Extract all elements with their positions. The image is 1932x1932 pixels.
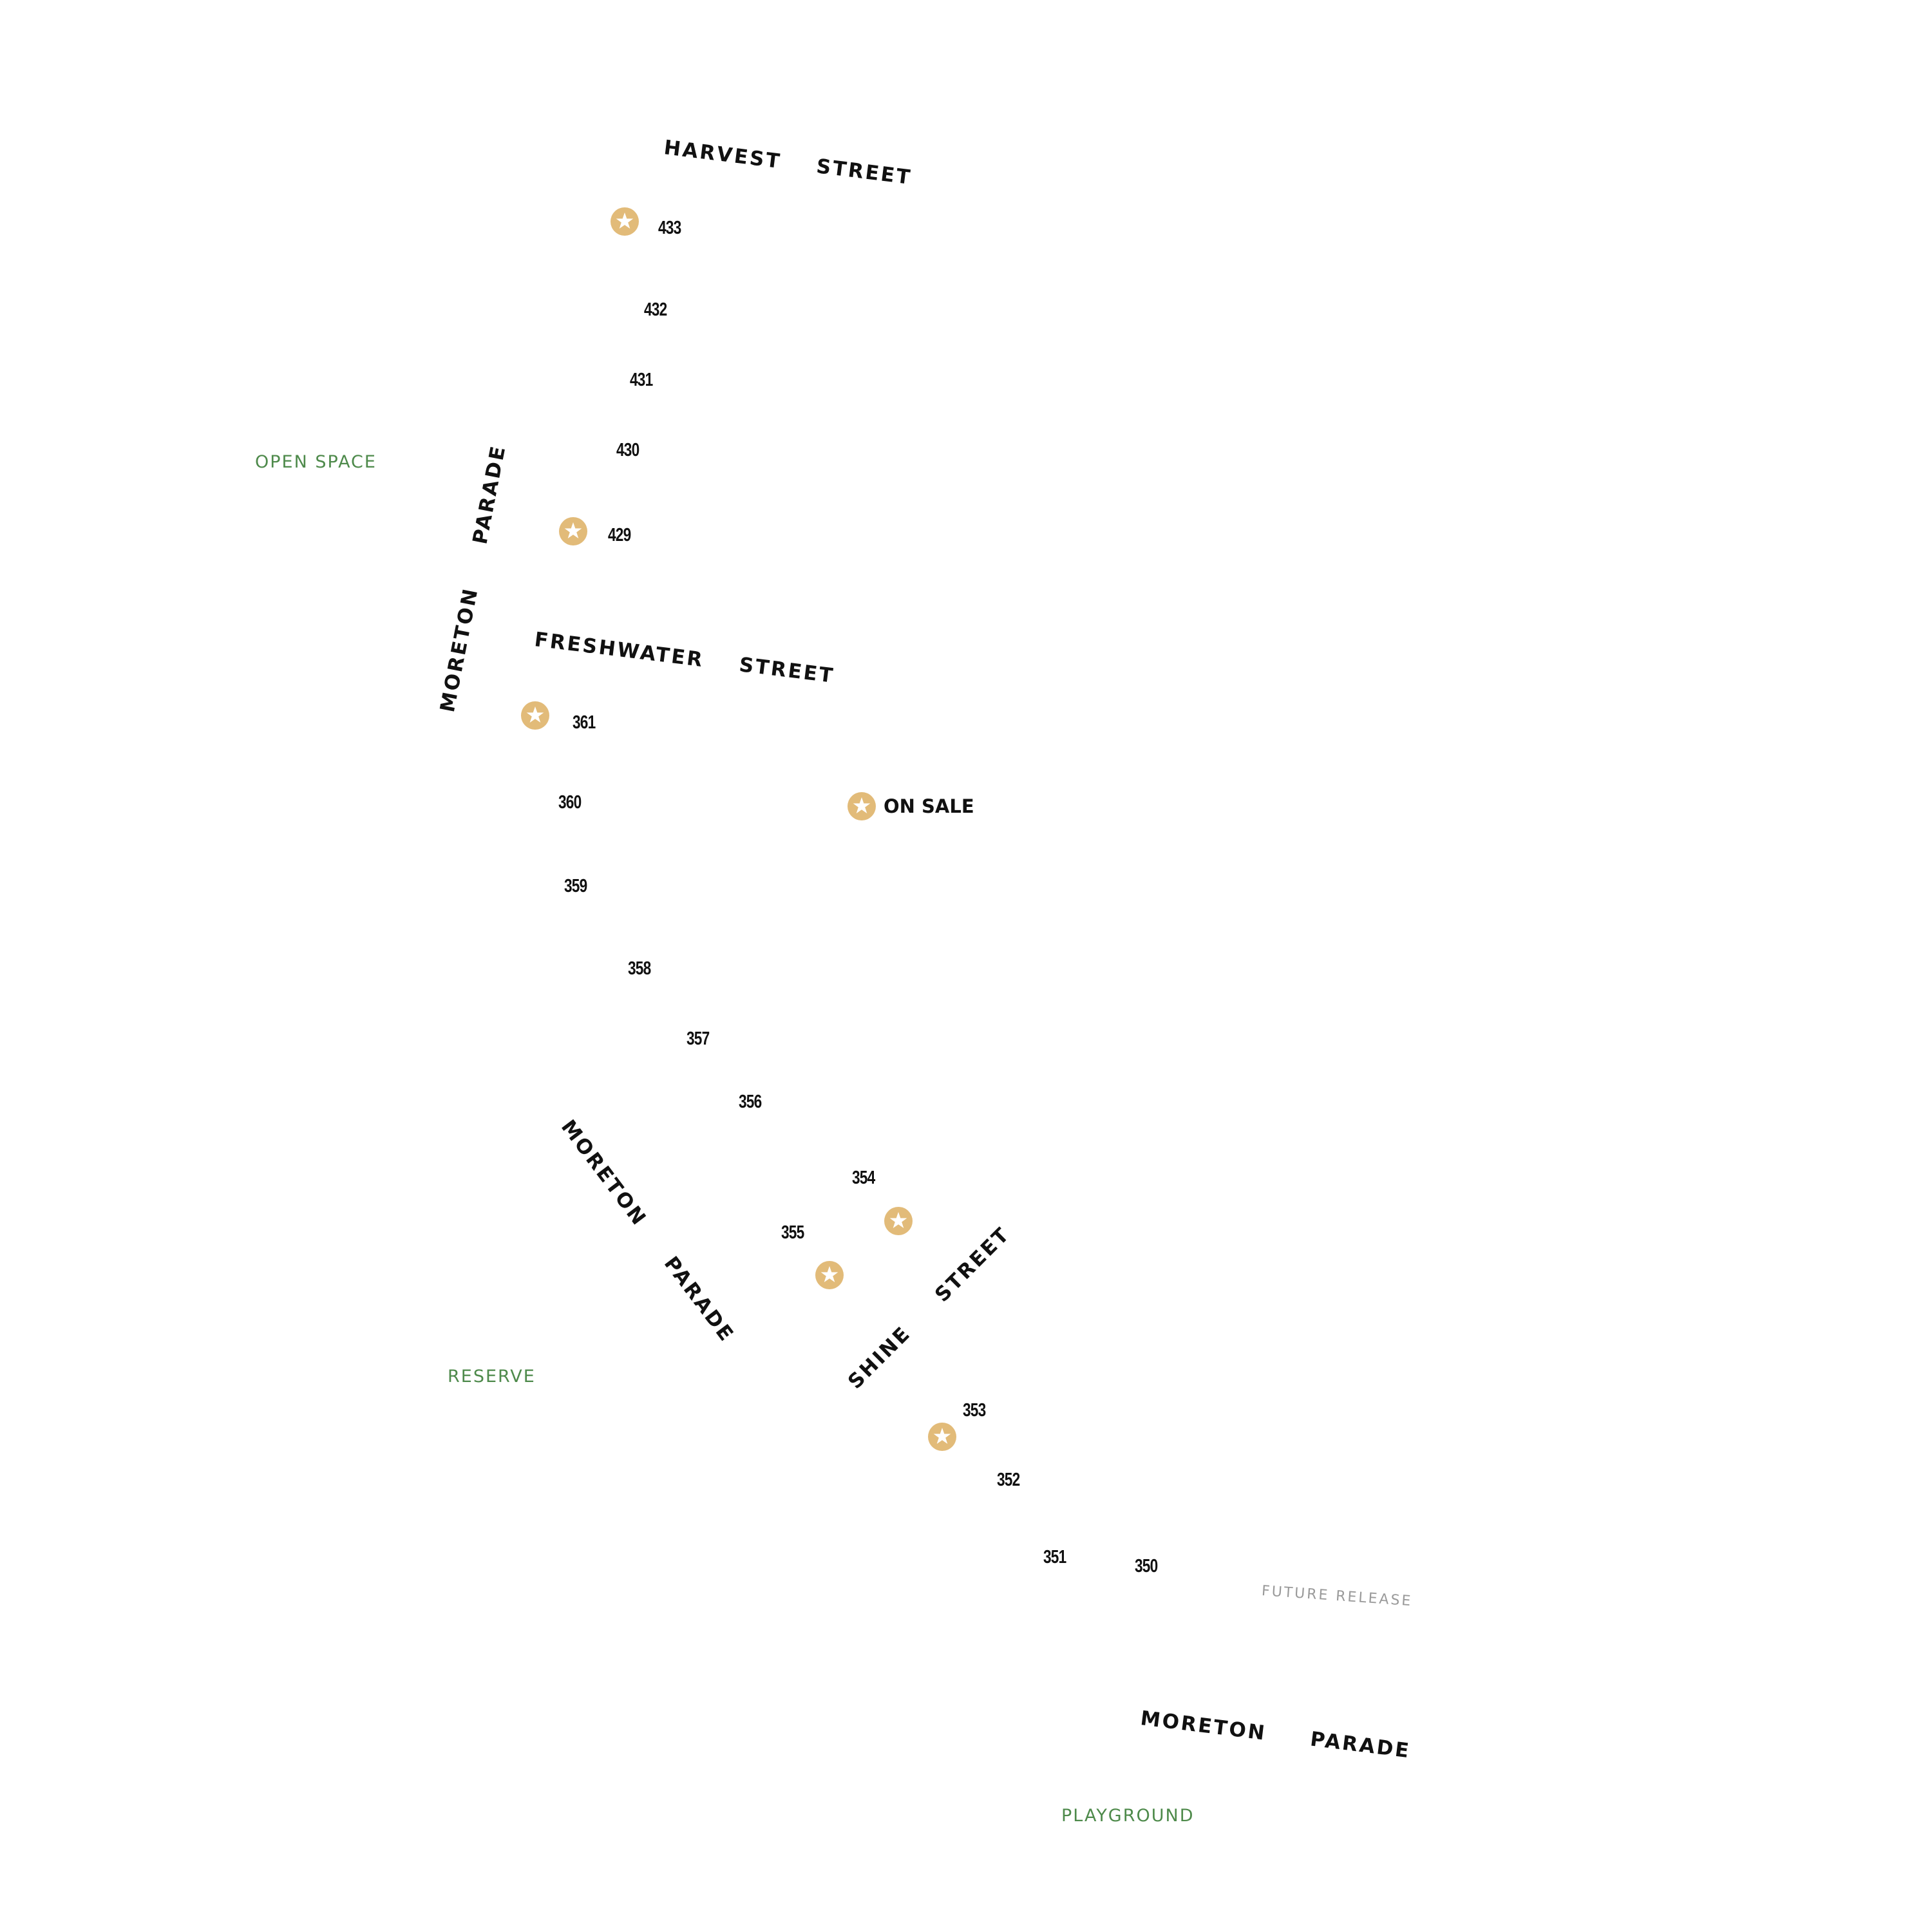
lot-number-361[interactable]: 361 xyxy=(573,712,596,733)
star-icon[interactable] xyxy=(559,517,587,545)
street-label-freshwater: FRESHWATER STREET xyxy=(533,628,836,688)
lot-number-351[interactable]: 351 xyxy=(1043,1547,1066,1567)
street-label-moreton-parade-west: MORETON PARADE xyxy=(435,442,511,714)
lot-number-352[interactable]: 352 xyxy=(997,1470,1020,1490)
lot-number-358[interactable]: 358 xyxy=(628,958,651,979)
lot-number-355[interactable]: 355 xyxy=(781,1222,804,1243)
star-icon[interactable] xyxy=(521,701,549,730)
area-label-future-release: FUTURE RELEASE xyxy=(1261,1583,1414,1610)
area-label-playground: PLAYGROUND xyxy=(1061,1806,1195,1826)
area-label-open-space: OPEN SPACE xyxy=(255,452,377,472)
area-label-reserve: RESERVE xyxy=(448,1367,536,1387)
lot-number-431[interactable]: 431 xyxy=(630,370,653,390)
star-icon[interactable] xyxy=(884,1207,913,1235)
legend: ON SALE xyxy=(848,792,974,820)
star-icon[interactable] xyxy=(611,207,639,236)
lot-number-430[interactable]: 430 xyxy=(616,440,639,460)
street-label-harvest: HARVEST STREET xyxy=(662,136,913,190)
star-icon[interactable] xyxy=(928,1423,956,1451)
legend-label-on-sale: ON SALE xyxy=(884,795,974,817)
street-label-moreton-parade-diagonal: MORETON PARADE xyxy=(556,1115,739,1347)
lot-number-354[interactable]: 354 xyxy=(852,1168,875,1188)
lot-number-356[interactable]: 356 xyxy=(739,1092,762,1112)
lot-number-433[interactable]: 433 xyxy=(658,218,681,238)
lot-number-357[interactable]: 357 xyxy=(687,1028,710,1049)
lot-number-353[interactable]: 353 xyxy=(963,1400,986,1421)
street-label-moreton-parade-south: MORETON PARADE xyxy=(1139,1707,1412,1763)
lot-number-359[interactable]: 359 xyxy=(564,876,587,896)
lot-number-350[interactable]: 350 xyxy=(1135,1556,1158,1577)
star-icon xyxy=(848,792,876,820)
lot-number-429[interactable]: 429 xyxy=(608,525,631,545)
street-label-shine-street: SHINE STREET xyxy=(843,1222,1015,1394)
lot-number-360[interactable]: 360 xyxy=(558,792,582,813)
lot-number-432[interactable]: 432 xyxy=(644,299,667,320)
star-icon[interactable] xyxy=(815,1261,844,1289)
